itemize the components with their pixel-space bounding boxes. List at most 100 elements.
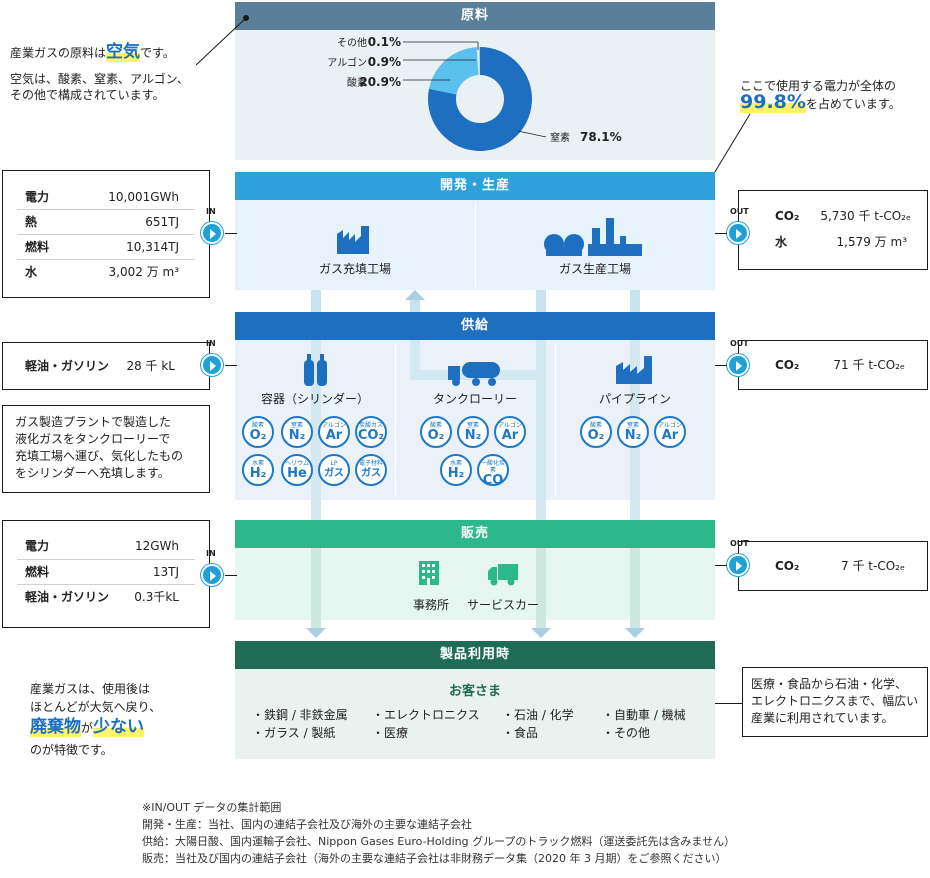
use-panel	[235, 669, 715, 759]
out-arrow-icon	[727, 554, 749, 576]
input-value: 651TJ	[145, 215, 179, 229]
connector-line	[715, 233, 727, 234]
waste-highlight: 廃棄物	[30, 717, 81, 737]
raw-header: 原料	[235, 2, 715, 30]
power-note-highlight: 99.8%	[740, 91, 806, 113]
raw-note-connector	[195, 15, 249, 66]
arrow-down-icon	[531, 628, 551, 638]
use-header: 製品利用時	[235, 641, 715, 669]
input-value: 10,001GWh	[108, 190, 179, 204]
connector-line	[225, 365, 237, 366]
connector-line	[715, 565, 727, 566]
in-arrow-icon	[201, 222, 223, 244]
connector-line	[225, 233, 237, 234]
use-note-line: エレクトロニクスまで、幅広い	[751, 694, 919, 708]
industry-item: ・石油 / 化学	[502, 708, 574, 722]
power-note-line: ここで使用する電力が全体の	[740, 79, 897, 93]
filling-plant-icon	[337, 226, 369, 254]
output-key: 水	[775, 235, 788, 249]
in-tag: IN	[206, 339, 216, 348]
raw-note-line: 空気は、酸素、窒素、アルゴン、	[10, 72, 189, 86]
slice-label: 酸素	[347, 76, 367, 89]
input-key: 水	[25, 265, 38, 279]
industry-item: ・その他	[602, 726, 651, 740]
supply-divider	[555, 343, 556, 497]
arrow-up-icon	[405, 290, 425, 300]
arrow-down-icon	[625, 628, 645, 638]
waste-note: 産業ガスは、使用後は ほとんどが大気へ戻り、 廃棄物が少ない のが特徴です。	[30, 680, 220, 759]
production-plant-icon	[544, 218, 642, 256]
row-divider	[17, 209, 195, 210]
industry-item: ・鉄鋼 / 非鉄金属	[252, 708, 348, 722]
industry-item: ・医療	[372, 726, 409, 740]
supply-header: 供給	[235, 312, 715, 340]
production-plant-label: ガス生産工場	[558, 262, 631, 276]
arrow-down-icon	[306, 628, 326, 638]
input-key: 電力	[25, 190, 50, 204]
slice-label: 0.9%	[368, 55, 401, 69]
donut-slice	[476, 47, 480, 76]
input-key: 燃料	[25, 565, 50, 579]
row-divider	[17, 559, 195, 560]
out-arrow-icon	[727, 222, 749, 244]
out-tag: OUT	[730, 339, 749, 348]
industry-item: ・エレクトロニクス	[372, 708, 480, 722]
customer-industry-list: ・エレクトロニクス ・医療	[372, 706, 480, 742]
supply-note: ガス製造プラントで製造した 液化ガスをタンクローリーで 充填工場へ運び、気化した…	[2, 405, 210, 493]
out-arrow-icon	[727, 354, 749, 376]
flow-channel	[536, 340, 546, 500]
input-key: 電力	[25, 539, 50, 553]
output-key: CO₂	[775, 209, 800, 223]
power-note-text: を占めています。	[805, 97, 901, 111]
input-key: 熱	[25, 215, 38, 229]
sales-input-row: 電力 12GWh	[3, 535, 209, 557]
supply-divider	[395, 343, 396, 497]
footnote: ※IN/OUT データの集計範囲	[142, 801, 282, 814]
flow-channel	[630, 290, 640, 312]
waste-note-line: のが特徴です。	[30, 743, 113, 757]
out-tag: OUT	[730, 539, 749, 548]
supply-note-line: 充填工場へ運び、気化したもの	[15, 449, 184, 463]
input-value: 0.3千kL	[134, 590, 179, 604]
service-truck-icon	[488, 564, 518, 586]
out-tag: OUT	[730, 207, 749, 216]
flow-channel	[311, 548, 321, 628]
input-value: 10,314TJ	[126, 240, 179, 254]
raw-note: 産業ガスの原料は空気です。 空気は、酸素、窒素、アルゴン、 その他で構成されてい…	[10, 42, 210, 103]
power-note: ここで使用する電力が全体の 99.8%を占めています。	[740, 78, 930, 113]
industry-item: ・自動車 / 機械	[602, 708, 686, 722]
connector-line	[715, 703, 742, 704]
industry-item: ・食品	[502, 726, 539, 740]
dev-divider	[475, 203, 476, 287]
input-value: 12GWh	[134, 539, 179, 553]
output-value: 71 千 t-CO₂ₑ	[833, 358, 905, 372]
input-key: 軽油・ガソリン	[25, 359, 110, 373]
waste-highlight: 少ない	[93, 717, 145, 737]
supply-note-line: ガス製造プラントで製造した	[15, 415, 172, 429]
cylinder-icon	[304, 354, 327, 386]
in-tag: IN	[206, 207, 216, 216]
slice-label: 窒素	[550, 131, 570, 144]
raw-note-text: です。	[140, 46, 175, 60]
dev-header: 開発・生産	[235, 172, 715, 200]
use-note-line: 医療・食品から石油・化学、	[751, 677, 908, 691]
footnote: 販売：当社及び国内の連結子会社（海外の主要な連結子会社は非財務データ集（2020…	[142, 852, 727, 865]
customers-title: お客さま	[448, 684, 501, 699]
input-value: 3,002 万 m³	[108, 265, 179, 279]
waste-note-line: 産業ガスは、使用後は	[30, 682, 151, 696]
